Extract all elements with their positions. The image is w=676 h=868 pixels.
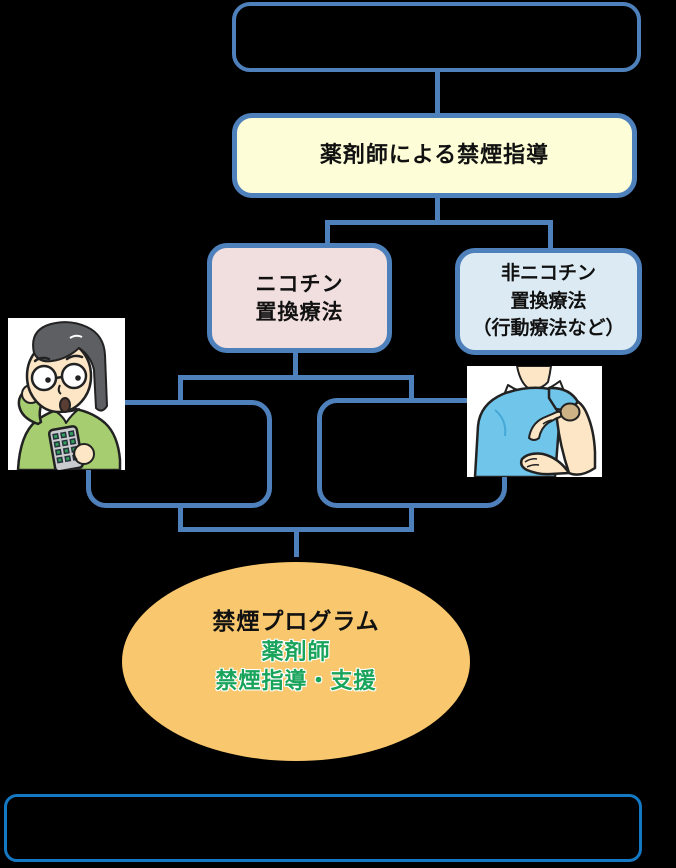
pharmacist-guidance-label: 薬剤師による禁煙指導 — [319, 142, 550, 168]
non-nicotine-replacement-box: 非ニコチン 置換療法 （行動療法など） — [455, 248, 642, 355]
connector-branch2-right-drop — [409, 375, 414, 399]
nicotine-gum-man-illustration — [8, 318, 125, 470]
connector-nicotine-down — [293, 353, 298, 378]
connector-branch2-left-drop — [178, 375, 183, 402]
program-title: 禁煙プログラム — [212, 609, 380, 635]
connector-branch2-horizontal — [178, 375, 414, 380]
non-nicotine-line3: （行動療法など） — [472, 317, 625, 340]
connector-branch1-left-drop — [325, 220, 330, 244]
connector-merge-horizontal — [178, 527, 414, 532]
smoking-cessation-program-ellipse: 禁煙プログラム 薬剤師 禁煙指導・支援 — [122, 562, 470, 761]
nicotine-replacement-box: ニコチン 置換療法 — [207, 243, 392, 353]
nicotine-replacement-line2: 置換療法 — [255, 300, 344, 324]
connector-rightbox-down — [409, 508, 414, 530]
program-support-label: 禁煙指導・支援 — [215, 668, 377, 694]
program-pharmacist-label: 薬剤師 — [261, 639, 331, 665]
connector-guidance-down — [435, 198, 440, 223]
connector-topbox-to-guidance — [435, 72, 440, 115]
connector-leftbox-down — [178, 508, 183, 530]
connector-branch1-horizontal — [325, 220, 553, 225]
top-placeholder-box — [232, 2, 641, 72]
nicotine-patch-icon — [467, 366, 602, 477]
nicotine-replacement-line1: ニコチン — [255, 271, 344, 296]
connector-to-ellipse — [294, 530, 299, 557]
pharmacist-guidance-box: 薬剤師による禁煙指導 — [232, 113, 637, 198]
non-nicotine-line2: 置換療法 — [510, 289, 587, 312]
bottom-placeholder-box — [4, 794, 642, 862]
connector-branch1-right-drop — [548, 220, 553, 249]
nicotine-gum-man-icon — [8, 318, 125, 470]
non-nicotine-line1: 非ニコチン — [500, 262, 596, 285]
nicotine-patch-illustration — [467, 366, 602, 477]
